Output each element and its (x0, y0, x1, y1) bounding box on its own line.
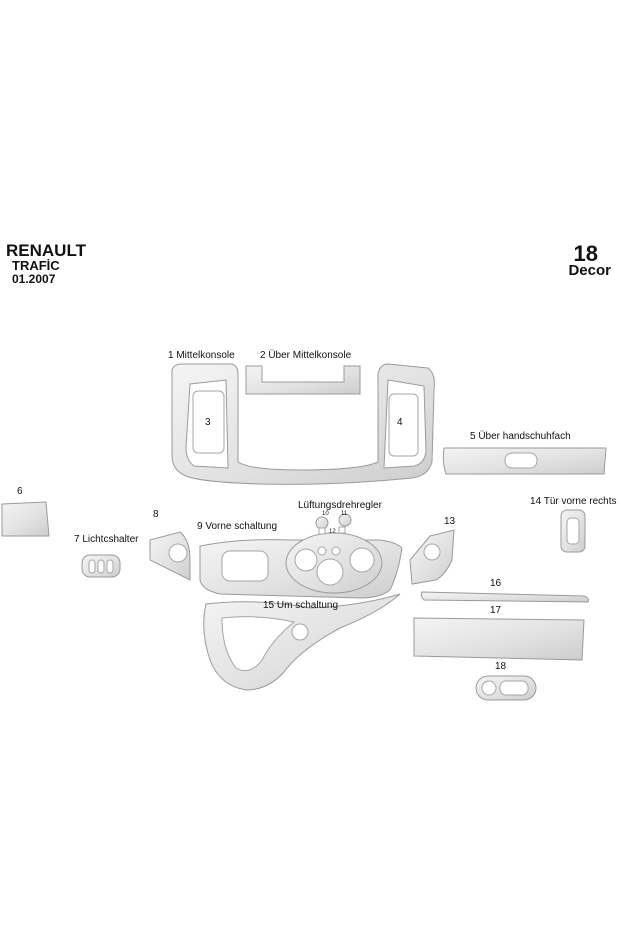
part-15-gear-surround (203, 593, 401, 691)
part-16-strip (420, 591, 589, 603)
set-count: 18 (573, 241, 598, 266)
model-name: TRAFİC (12, 258, 60, 273)
label-vent-knob: Lüftungsdrehregler (298, 500, 382, 511)
part-9-front-dash (199, 532, 403, 599)
label-part-1: 1 Mittelkonsole (168, 350, 235, 361)
part-2-upper-console (245, 365, 361, 395)
part-1-center-console (171, 363, 435, 485)
part-8-left-panel (149, 531, 191, 581)
part-7-light-switch (81, 554, 121, 578)
label-part-3: 3 (205, 417, 211, 428)
part-13-right-panel (409, 529, 455, 585)
label-part-17: 17 (490, 605, 502, 616)
label-part-9: 9 Vorne schaltung (197, 521, 278, 532)
part-14-door-panel (560, 509, 586, 553)
label-part-10: 10 (322, 511, 329, 517)
brand-title: RENAULT (6, 241, 86, 260)
part-18-double-ring (475, 675, 537, 701)
label-part-15: 15 Um schaltung (263, 600, 339, 611)
label-part-7: 7 Lichtcshalter (74, 534, 139, 545)
part-5-glovebox-strip (442, 447, 607, 475)
label-part-14: 14 Tür vorne rechts (530, 496, 617, 507)
label-part-6: 6 (17, 486, 23, 497)
set-type: Decor (568, 262, 611, 279)
vent-knobs (315, 513, 352, 535)
label-part-4: 4 (397, 417, 403, 428)
label-part-18: 18 (495, 661, 507, 672)
part-6-panel (1, 501, 50, 537)
label-part-2: 2 Über Mittelkonsole (260, 350, 352, 361)
label-part-16: 16 (490, 578, 502, 589)
label-part-12: 12 (329, 529, 336, 535)
part-17-large-panel (413, 617, 585, 661)
label-part-8: 8 (153, 509, 159, 520)
model-date: 01.2007 (12, 272, 56, 286)
label-part-5: 5 Über handschuhfach (470, 431, 571, 442)
label-part-13: 13 (444, 516, 456, 527)
label-part-11: 11 (341, 511, 348, 517)
